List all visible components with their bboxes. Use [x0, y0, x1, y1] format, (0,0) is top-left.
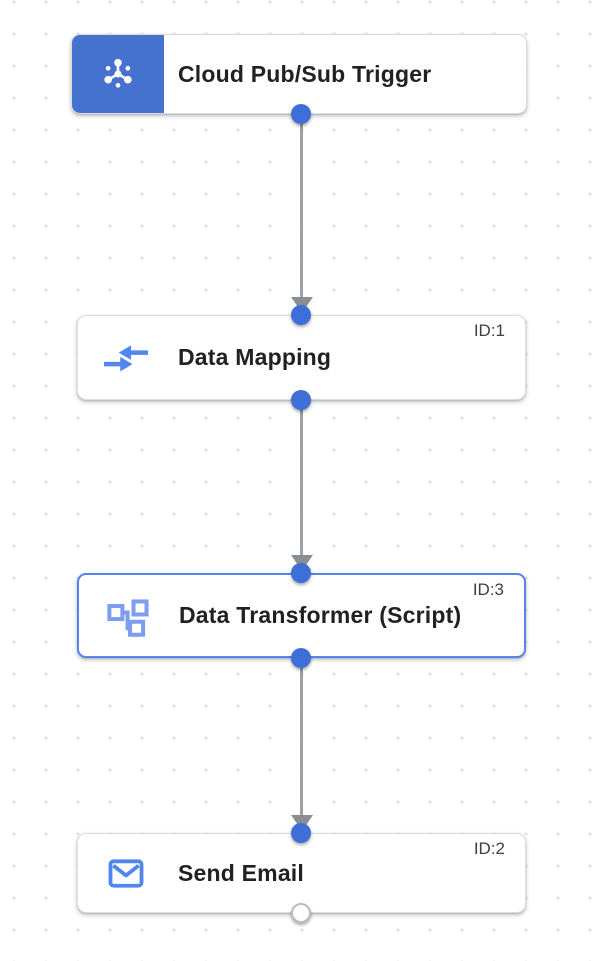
port-data-transformer-input[interactable]	[291, 563, 311, 583]
node-data-mapping[interactable]: Data Mapping ID:1	[77, 315, 526, 400]
node-id-badge: ID:2	[473, 839, 505, 858]
port-send-email-input[interactable]	[291, 823, 311, 843]
email-icon	[108, 858, 144, 888]
port-data-mapping-input[interactable]	[291, 305, 311, 325]
trigger-icon-badge	[72, 35, 164, 113]
node-title: Send Email	[178, 859, 304, 886]
port-send-email-output-open[interactable]	[291, 903, 311, 923]
node-title: Data Transformer (Script)	[179, 602, 462, 628]
edge-line	[299, 400, 303, 556]
port-data-transformer-output[interactable]	[291, 648, 311, 668]
node-title: Data Mapping	[178, 344, 332, 370]
node-id-badge: ID:1	[473, 321, 505, 340]
node-title: Cloud Pub/Sub Trigger	[178, 60, 432, 87]
data-transformer-icon	[107, 598, 149, 637]
node-send-email[interactable]: Send Email ID:2	[77, 833, 526, 913]
node-cloud-pubsub-trigger[interactable]: Cloud Pub/Sub Trigger	[71, 34, 527, 114]
data-mapping-icon	[103, 344, 149, 371]
port-data-mapping-output[interactable]	[291, 390, 311, 410]
edge-line	[299, 114, 303, 298]
edge-line	[299, 658, 303, 816]
port-trigger-output[interactable]	[291, 104, 311, 124]
pubsub-icon	[104, 58, 132, 88]
node-data-transformer-script[interactable]: Data Transformer (Script) ID:3	[77, 573, 526, 658]
node-id-badge: ID:3	[472, 580, 504, 599]
